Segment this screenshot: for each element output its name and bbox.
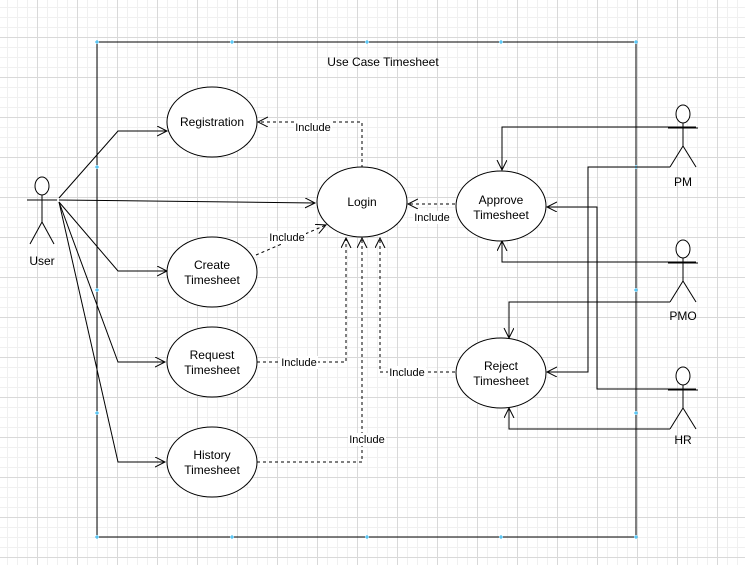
include-request-login[interactable]: [257, 238, 346, 363]
use-case-request-label-2: Timesheet: [184, 363, 240, 377]
actor-pm[interactable]: [668, 104, 698, 168]
actor-pm-label: PM: [674, 175, 692, 189]
use-case-login[interactable]: Login: [316, 166, 408, 238]
actor-user[interactable]: [27, 176, 57, 245]
include-label-registration: Include: [295, 122, 330, 134]
include-history-login[interactable]: [257, 238, 362, 463]
assoc-pmo-reject[interactable]: [509, 301, 670, 338]
assoc-pm-reject[interactable]: [547, 166, 670, 372]
system-title: Use Case Timesheet: [327, 55, 439, 69]
use-case-request-timesheet[interactable]: Request Timesheet: [166, 326, 258, 398]
use-case-create-label-1: Create: [194, 258, 230, 272]
assoc-user-registration[interactable]: [58, 131, 167, 199]
include-login-registration[interactable]: [258, 122, 363, 168]
include-label-reject: Include: [389, 367, 424, 379]
include-label-request: Include: [281, 357, 316, 369]
assoc-user-request[interactable]: [58, 201, 165, 362]
use-case-approve-label-1: Approve: [479, 193, 524, 207]
include-label-create: Include: [269, 232, 304, 244]
use-case-reject-label-2: Timesheet: [473, 374, 529, 388]
include-reject-login[interactable]: [380, 238, 455, 373]
include-label-history: Include: [349, 434, 384, 446]
assoc-hr-approve[interactable]: [547, 207, 696, 390]
manager-associations: [502, 126, 696, 430]
assoc-pm-approve[interactable]: [502, 126, 696, 170]
actor-user-label: User: [29, 254, 54, 268]
use-case-history-timesheet[interactable]: History Timesheet: [166, 426, 258, 498]
assoc-pmo-approve[interactable]: [502, 241, 696, 263]
assoc-user-history[interactable]: [58, 201, 165, 462]
actor-pmo-label: PMO: [669, 309, 696, 323]
assoc-user-login[interactable]: [58, 200, 315, 203]
include-label-approve: Include: [414, 212, 449, 224]
use-case-create-timesheet[interactable]: Create Timesheet: [166, 236, 258, 308]
include-labels: Include Include Include Include Include …: [268, 120, 451, 446]
use-case-history-label-1: History: [193, 448, 230, 462]
use-case-login-label: Login: [347, 195, 376, 209]
use-case-reject-label-1: Reject: [484, 359, 519, 373]
use-case-request-label-1: Request: [190, 348, 235, 362]
user-associations: [58, 131, 315, 462]
actor-hr-label: HR: [674, 433, 692, 447]
use-case-registration[interactable]: Registration: [166, 86, 258, 158]
use-case-approve-timesheet[interactable]: Approve Timesheet: [455, 170, 547, 242]
use-case-create-label-2: Timesheet: [184, 273, 240, 287]
use-case-registration-label: Registration: [180, 115, 244, 129]
use-case-history-label-2: Timesheet: [184, 463, 240, 477]
actor-pmo[interactable]: [668, 239, 698, 303]
use-case-reject-timesheet[interactable]: Reject Timesheet: [455, 337, 547, 409]
assoc-hr-reject[interactable]: [509, 408, 670, 430]
assoc-user-create[interactable]: [58, 201, 167, 271]
use-case-approve-label-2: Timesheet: [473, 208, 529, 222]
actor-hr[interactable]: [668, 366, 698, 430]
